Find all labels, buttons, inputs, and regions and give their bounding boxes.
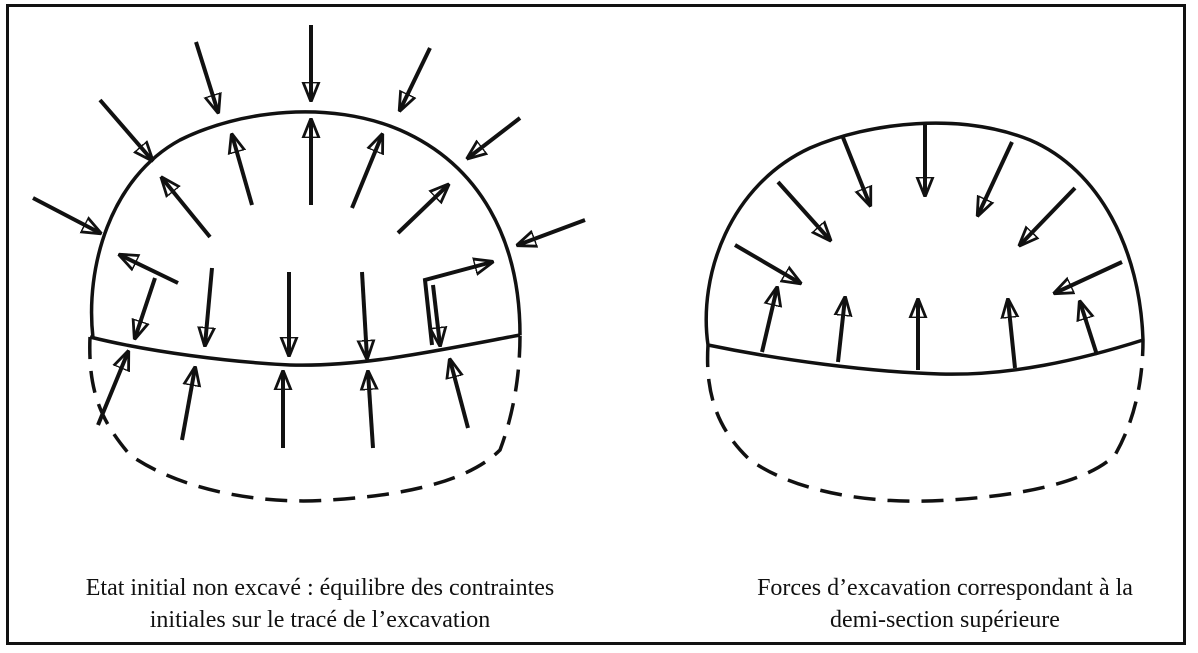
left-tunnel [88,110,522,503]
left-down-arrow [205,267,212,345]
left-outer-arrow [32,196,100,233]
left-down-arrows [205,267,440,358]
left-inner-arrow [162,178,212,239]
right-up-arrow [838,298,845,363]
right-inward-arrow [840,134,870,205]
right-upper-contour [704,121,1145,346]
left-outer-arrow [194,41,218,112]
left-inner-arrow [350,135,382,209]
right-lower-contour-dashed [705,339,1145,503]
left-up-arrow [96,352,128,426]
right-tunnel [704,121,1145,503]
right-inward-arrow [978,141,1014,215]
right-inward-arrow [733,243,800,283]
left-down-arrow [433,284,440,345]
left-outer-arrow [468,116,522,158]
right-caption-line-1: Forces d’excavation correspondant à la [757,575,1133,601]
right-caption: Forces d’excavation correspondant à la d… [700,572,1190,636]
left-outer-arrow [400,47,432,110]
right-up-arrow [1080,302,1099,356]
left-bent-arrows [135,262,492,346]
left-caption-line-2: initiales sur le tracé de l’excavation [149,607,491,633]
left-inner-arrow [120,255,179,285]
left-inner-arrow [232,135,254,206]
left-up-arrow [450,360,470,429]
left-outer-arrow [98,98,152,160]
left-up-arrow [180,368,195,441]
left-upper-contour [89,110,522,339]
right-inward-arrow [1020,186,1077,245]
left-down-arrow [362,271,367,358]
left-excavation-line [89,333,521,367]
left-bent-arrow [135,277,157,338]
left-up-arrows [96,352,470,449]
figure-frame [6,4,1186,645]
left-lower-contour-dashed [88,334,522,503]
right-inward-arrows [733,122,1123,293]
left-outer-arrow [518,218,586,245]
left-bent-arrow [422,262,492,346]
right-caption-line-2: demi-section supérieure [830,607,1060,633]
left-caption-line-1: Etat initial non excavé : équilibre des … [85,575,555,601]
right-inward-arrow [1055,260,1123,293]
right-excavation-line [707,338,1144,376]
left-inner-arrow [396,185,448,235]
right-up-arrow [760,288,777,353]
right-up-arrow [1008,300,1015,369]
right-up-arrows [760,288,1099,370]
right-inward-arrow [776,180,830,240]
left-up-arrow [368,372,373,449]
left-outer-arrows [32,25,586,245]
left-inner-upper-arrows [120,120,448,285]
left-caption: Etat initial non excavé : équilibre des … [20,572,620,636]
